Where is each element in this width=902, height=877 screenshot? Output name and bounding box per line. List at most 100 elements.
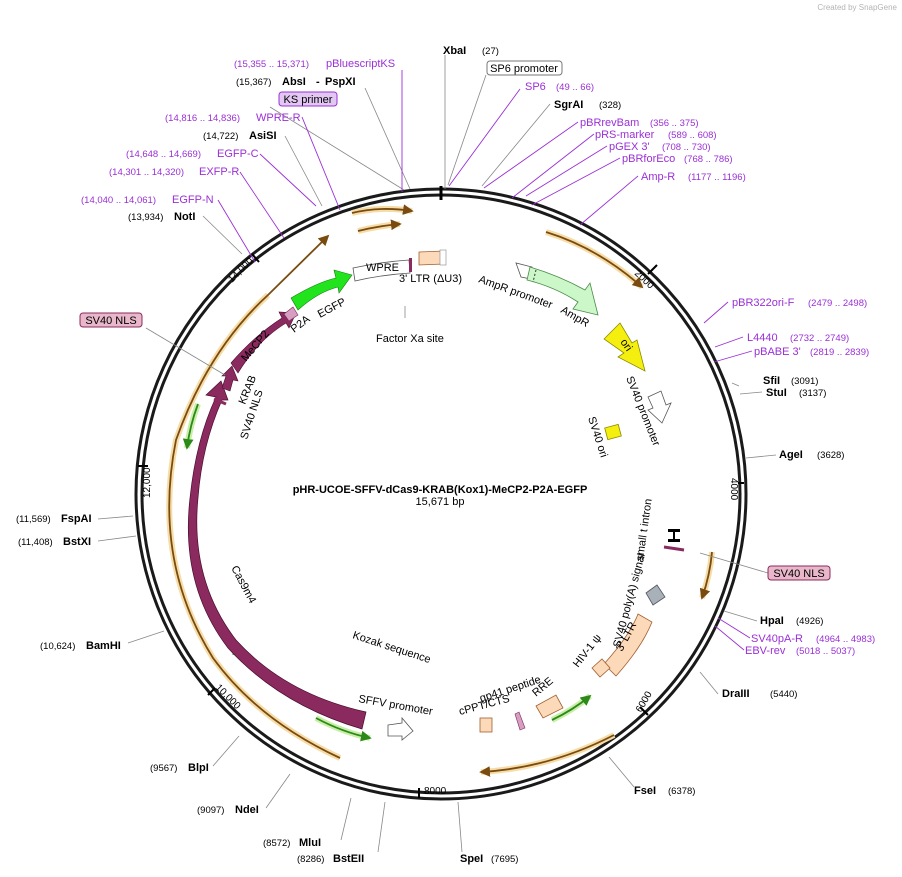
small-t-bar-2 <box>668 539 680 542</box>
leader-draiii <box>699 671 719 695</box>
tick-label-12000: 12,000 <box>142 467 153 498</box>
tick-label-6000: 6000 <box>634 689 655 714</box>
enzyme-xbai-pos: (27) <box>482 46 499 57</box>
label-kozak: Kozak sequence <box>351 629 432 666</box>
label-mecp2: MeCP2 <box>239 328 272 364</box>
primer-pbrforeco: pBRforEco <box>622 153 675 165</box>
primer-ebv-rev-pos: (5018 .. 5037) <box>796 646 855 657</box>
primer-pbrforeco-pos: (768 .. 786) <box>684 154 733 165</box>
orf-arc-bottom-glow <box>480 732 616 775</box>
enzyme-bamhi: BamHI <box>86 640 121 652</box>
ori-feature <box>603 322 646 372</box>
primer-pbrrevbam-pos: (356 .. 375) <box>650 118 699 129</box>
rre-feature <box>535 694 564 719</box>
primer-line-prs-marker <box>511 133 595 199</box>
enzyme-asisi: AsiSI <box>249 130 277 142</box>
enzyme-spei-pos: (7695) <box>491 854 518 865</box>
enzyme-absi: AbsI <box>282 76 306 88</box>
primer-sv40pa-r-pos: (4964 .. 4983) <box>816 634 875 645</box>
polya-feature <box>645 584 666 606</box>
enzyme-fspai: FspAI <box>61 513 92 525</box>
leader-pspxi <box>364 87 411 190</box>
boxed-labels: SP6 promoter KS primer SV40 NLS SV40 NLS <box>79 60 831 581</box>
label-factor-xa: Factor Xa site <box>376 333 444 345</box>
label-cas9: Cas9m4 <box>228 564 258 606</box>
primer-pbr322ori-pos: (2479 .. 2498) <box>808 298 867 309</box>
enzyme-asisi-pos: (14,722) <box>203 131 238 142</box>
small-t-intron-feature <box>668 529 680 542</box>
enzyme-stui-pos: (3137) <box>799 388 826 399</box>
cas9-feature <box>187 380 367 730</box>
primer-line-pbrforeco <box>531 157 621 206</box>
leader-sgrai <box>481 103 551 187</box>
primer-lines <box>217 70 753 651</box>
primer-exfp-r: EXFP-R <box>199 166 239 178</box>
leader-noti <box>202 215 243 255</box>
primer-line-pbr322ori <box>703 301 729 324</box>
leader-bamhi <box>127 630 165 644</box>
snapgene-credit: Created by SnapGene <box>817 3 897 12</box>
mecp2-feature <box>230 311 297 374</box>
wpre-edge <box>409 258 412 272</box>
ks-primer-box <box>278 91 338 107</box>
leader-spei <box>457 801 463 853</box>
ltr3-feature <box>603 613 653 677</box>
leader-asisi <box>284 135 323 207</box>
sv40-nls-right-box <box>767 565 831 581</box>
primer-line-amp-r <box>579 175 639 226</box>
leader-stui <box>739 391 763 395</box>
primer-pbrrevbam: pBRrevBam <box>580 117 639 129</box>
label-small-t: small t intron <box>634 498 655 561</box>
sv40-nls-feature <box>213 397 227 406</box>
label-wpre: WPRE <box>366 262 399 274</box>
enzyme-spei: SpeI <box>460 853 483 865</box>
gp41-feature <box>514 711 526 731</box>
primer-l4440: L4440 <box>747 332 778 344</box>
ampr-feature <box>526 266 599 316</box>
tick-2000 <box>647 264 658 275</box>
enzyme-mlui: MluI <box>299 837 321 849</box>
enzyme-noti: NotI <box>174 211 195 223</box>
leader-sfii <box>731 382 740 387</box>
primer-line-pbabe <box>713 350 753 363</box>
leader-hpai <box>723 610 758 622</box>
primer-line-sv40pa-r <box>717 617 751 639</box>
green-arrows <box>182 402 592 742</box>
enzyme-agei-pos: (3628) <box>817 450 844 461</box>
green-arrow-3 <box>315 717 372 742</box>
orf-arc-right <box>699 551 713 600</box>
primer-sp6-pos: (49 .. 66) <box>556 82 594 93</box>
tick-label-14000: 14,000 <box>226 255 256 285</box>
label-sffv: SFFV promoter <box>357 693 433 718</box>
primer-pbluescriptks: pBluescriptKS <box>326 58 395 70</box>
small-t-stem <box>673 531 675 540</box>
sv40-nls-left-box <box>79 312 143 328</box>
small-t-bar-1 <box>668 529 680 532</box>
enzyme-blpi: BlpI <box>188 762 209 774</box>
ltr-du3-edge <box>439 249 447 266</box>
primer-wpre-r: WPRE-R <box>256 112 301 124</box>
ticks <box>138 253 744 798</box>
primer-prs-marker-pos: (589 .. 608) <box>668 130 717 141</box>
tick-10000 <box>207 687 216 696</box>
primer-labels: SP6 (49 .. 66) pBRrevBam (356 .. 375) pR… <box>81 58 875 657</box>
leader-ks-primer <box>269 106 405 191</box>
primer-amp-r-pos: (1177 .. 1196) <box>688 172 746 183</box>
enzyme-sfii: SfiI <box>763 375 780 387</box>
enzyme-bsteii-pos: (8286) <box>297 854 324 865</box>
primer-pbr322ori: pBR322ori-F <box>732 297 795 309</box>
leader-lines <box>97 55 777 853</box>
enzyme-fsei-pos: (6378) <box>668 786 695 797</box>
enzyme-fsei: FseI <box>634 785 656 797</box>
primer-prs-marker: pRS-marker <box>595 129 655 141</box>
enzyme-pspxi: PspXI <box>325 76 356 88</box>
orf-arc-bottom <box>479 734 615 777</box>
tick-label-8000: 8000 <box>424 786 447 797</box>
orf-arc-top-1 <box>351 204 414 215</box>
enzyme-fspai-pos: (11,569) <box>16 514 51 525</box>
sp6-promoter-label: SP6 promoter <box>490 63 558 75</box>
primer-ebv-rev: EBV-rev <box>745 645 786 657</box>
plasmid-size: 15,671 bp <box>416 496 465 508</box>
primer-wpre-r-pos: (14,816 .. 14,836) <box>165 113 240 124</box>
enzyme-hpai-pos: (4926) <box>796 616 823 627</box>
